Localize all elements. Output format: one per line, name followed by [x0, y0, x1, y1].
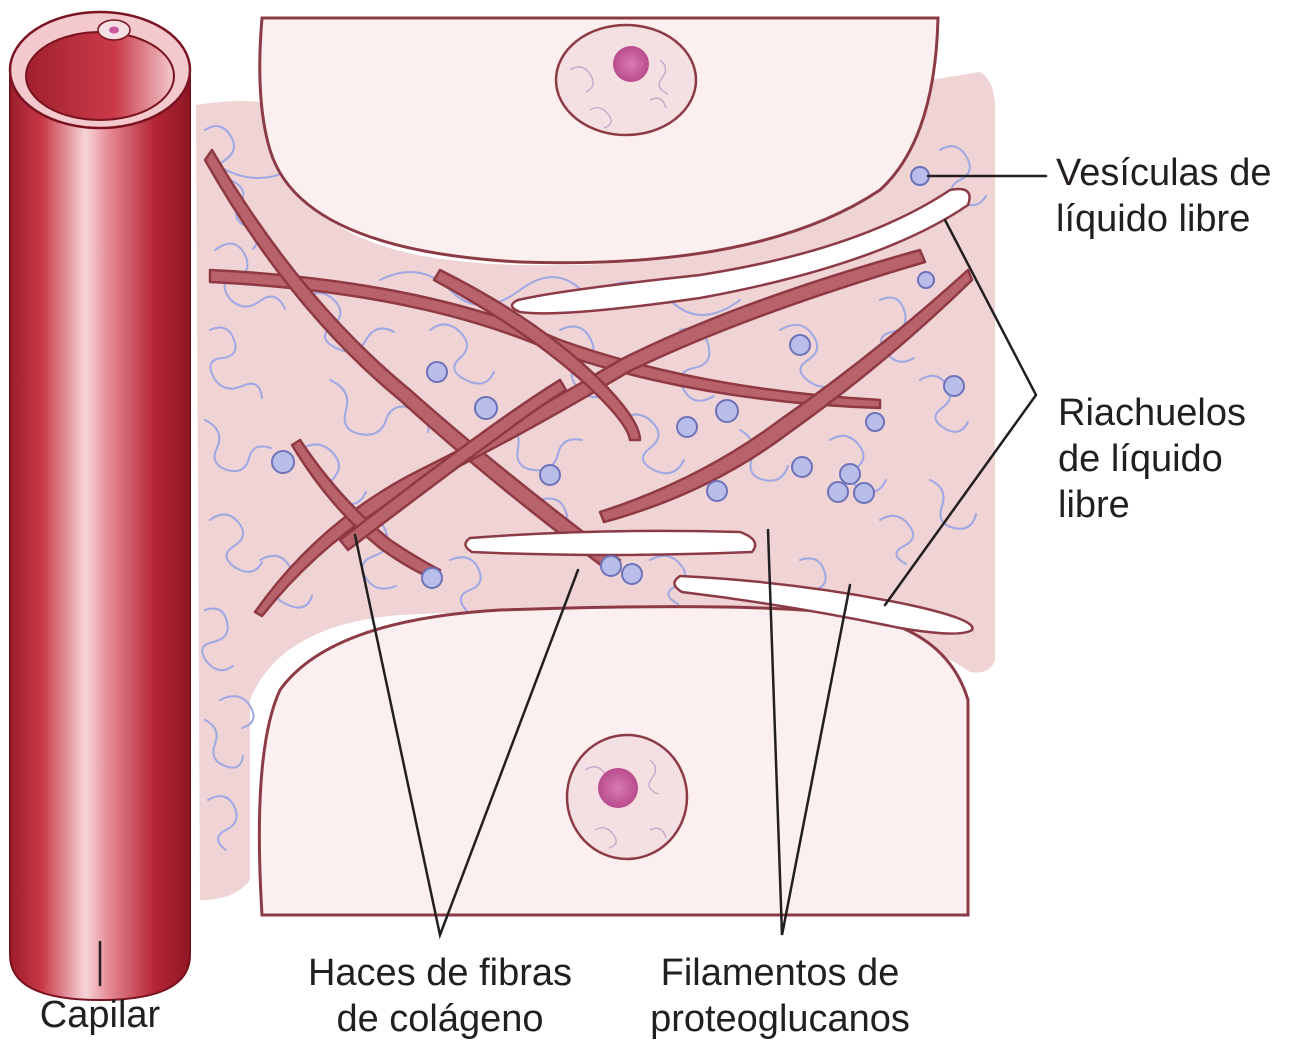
label-filamentos-line1: Filamentos de [615, 950, 945, 996]
label-filamentos: Filamentos de proteoglucanos [615, 950, 945, 1042]
label-haces: Haces de fibras de colágeno [270, 950, 610, 1042]
vesicle [828, 482, 848, 502]
label-vesiculas: Vesículas de líquido libre [1056, 150, 1271, 242]
label-riachuelos-line1: Riachuelos [1058, 390, 1246, 436]
vesicle [427, 362, 447, 382]
vesicle [792, 457, 812, 477]
label-capilar: Capilar [20, 992, 180, 1038]
top-cell-nucleus-region [556, 25, 696, 135]
label-riachuelos-line3: libre [1058, 482, 1246, 528]
label-riachuelos-line2: de líquido [1058, 436, 1246, 482]
bottom-cell [259, 607, 968, 915]
vesicle [944, 376, 964, 396]
label-filamentos-line2: proteoglucanos [615, 996, 945, 1042]
label-vesiculas-line1: Vesículas de [1056, 150, 1271, 196]
vesicle [540, 465, 560, 485]
vesicle [790, 335, 810, 355]
label-haces-line1: Haces de fibras [270, 950, 610, 996]
label-riachuelos: Riachuelos de líquido libre [1058, 390, 1246, 528]
vesicle [272, 451, 294, 473]
vesicle [866, 413, 884, 431]
vesicle [840, 464, 860, 484]
label-capilar-line1: Capilar [20, 992, 180, 1038]
label-haces-line2: de colágeno [270, 996, 610, 1042]
rivulet-middle [465, 531, 755, 555]
vesicle [918, 272, 934, 288]
vesicle [677, 417, 697, 437]
capillary [10, 12, 190, 1000]
vesicle [716, 400, 738, 422]
vesicle [707, 481, 727, 501]
bottom-cell-nucleus-region [567, 735, 687, 859]
vesicle [601, 556, 621, 576]
vesicle [422, 568, 442, 588]
vesicle [911, 167, 929, 185]
vesicle [622, 564, 642, 584]
vesicle [475, 397, 497, 419]
vesicle [854, 483, 874, 503]
label-vesiculas-line2: líquido libre [1056, 196, 1271, 242]
